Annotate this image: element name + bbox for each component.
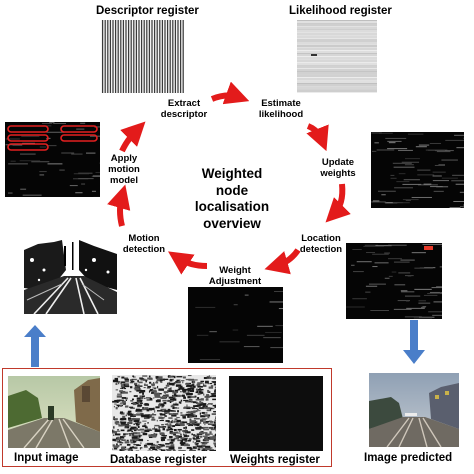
arrow-adjustment-to-motion — [168, 251, 208, 275]
descriptor-register-image — [101, 20, 184, 93]
weight-adjustment-image — [188, 287, 283, 363]
input-to-motion-arrow — [24, 325, 46, 367]
location-to-prediction-arrow — [403, 320, 425, 364]
input-image-photo — [8, 376, 100, 448]
likelihood-register-header: Likelihood register — [289, 5, 392, 17]
arrow-motion-to-apply — [107, 184, 131, 227]
arrow-apply-to-extract — [119, 121, 146, 153]
location-detection-image — [346, 243, 442, 319]
motion-model-image — [5, 122, 100, 197]
image-predicted-photo — [369, 373, 459, 447]
motion-detection-image — [24, 240, 117, 314]
weights-register-image — [229, 376, 323, 451]
database-register-label: Database register — [110, 454, 207, 466]
arrow-location-to-adjustment — [264, 248, 301, 275]
update-weights-image — [371, 132, 464, 208]
arrow-estimate-to-update — [306, 123, 329, 152]
registers-highlight-box — [2, 368, 332, 467]
input-image-label: Input image — [14, 452, 79, 464]
weights-register-label: Weights register — [230, 454, 320, 466]
descriptor-register-header: Descriptor register — [96, 5, 199, 17]
image-predicted-label: Image predicted — [364, 452, 453, 464]
database-register-image — [112, 375, 216, 451]
arrow-update-to-location — [325, 183, 351, 223]
center-title: Weighted node localisation overview — [194, 166, 270, 231]
likelihood-register-image — [297, 20, 377, 93]
arrow-extract-to-estimate — [210, 81, 250, 105]
